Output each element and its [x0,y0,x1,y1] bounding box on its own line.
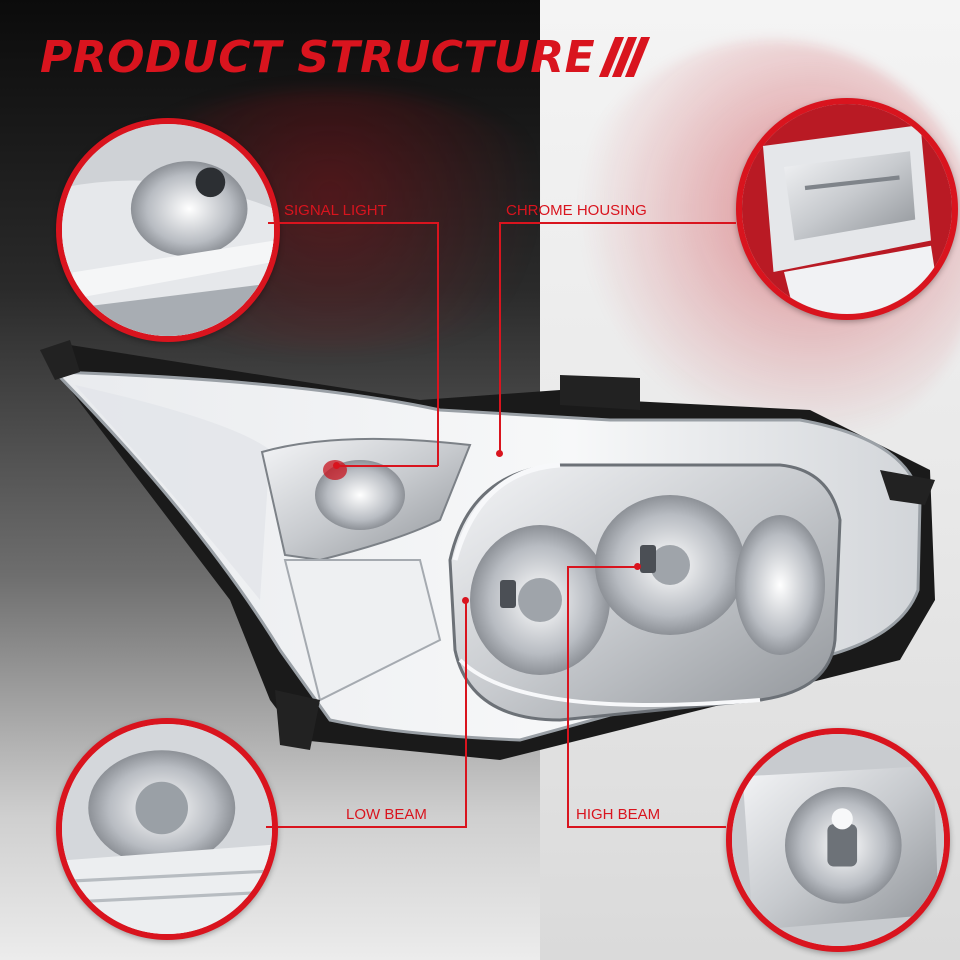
low-beam-label: LOW BEAM [346,806,427,823]
page-title: PRODUCT STRUCTURE [40,31,596,83]
low-beam-marker [462,597,469,604]
chrome-housing-leader-v [499,222,501,454]
chrome-housing-leader-h [500,222,736,224]
low-beam-leader-v [465,600,467,828]
chrome-housing-label: CHROME HOUSING [506,202,647,219]
signal-light-leader-v [437,222,439,466]
title-block: PRODUCT STRUCTURE [40,22,651,92]
high-beam-zoom-circle [726,728,950,952]
high-beam-marker [634,563,641,570]
triple-slash-icon [599,37,651,77]
high-beam-label: HIGH BEAM [576,806,661,823]
high-beam-leader-h [568,826,726,828]
low-beam-zoom-circle [56,718,278,940]
low-beam-leader-h [266,826,466,828]
signal-light-leader-end [338,465,438,467]
chrome-housing-zoom-circle [736,98,958,320]
signal-light-leader-h [268,222,438,224]
signal-light-zoom-circle [56,118,280,342]
signal-light-label: SIGNAL LIGHT [284,202,387,219]
chrome-housing-marker [496,450,503,457]
high-beam-leader-v [567,566,569,828]
signal-light-marker [333,462,340,469]
high-beam-leader-top [567,566,637,568]
